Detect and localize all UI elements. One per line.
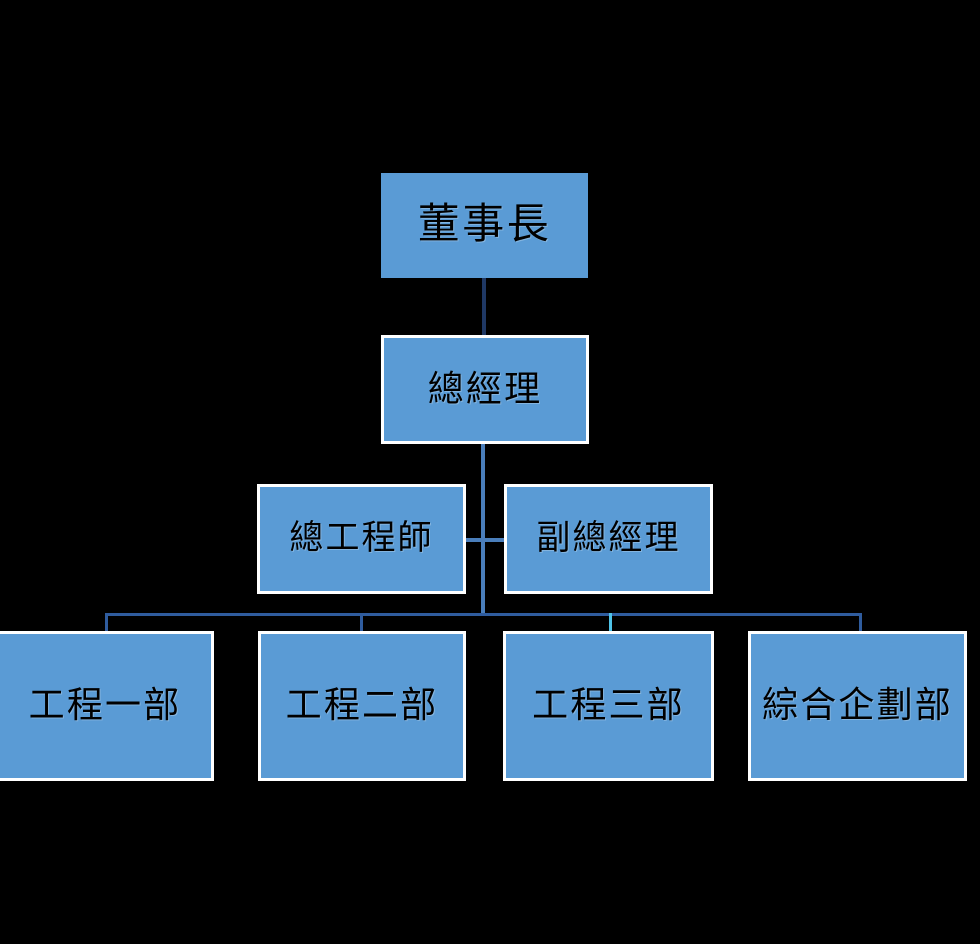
node-planning-dept-label: 綜合企劃部 bbox=[762, 685, 953, 726]
node-chief-engineer[interactable]: 總工程師 bbox=[257, 484, 466, 594]
node-eng-dept-1[interactable]: 工程一部 bbox=[0, 631, 214, 781]
node-eng-dept-3[interactable]: 工程三部 bbox=[503, 631, 714, 781]
node-planning-dept[interactable]: 綜合企劃部 bbox=[748, 631, 967, 781]
connector-drop-planning-dept bbox=[859, 613, 862, 637]
connector-gm-trunk bbox=[481, 440, 485, 616]
node-deputy-general-manager[interactable]: 副總經理 bbox=[504, 484, 713, 594]
connector-level3-crossbar bbox=[462, 538, 508, 542]
node-eng-dept-2[interactable]: 工程二部 bbox=[258, 631, 466, 781]
node-eng-dept-2-label: 工程二部 bbox=[285, 685, 439, 726]
connector-drop-eng-dept-1 bbox=[105, 613, 108, 637]
node-deputy-general-manager-label: 副總經理 bbox=[536, 520, 681, 558]
node-general-manager[interactable]: 總經理 bbox=[381, 335, 589, 444]
node-general-manager-label: 總經理 bbox=[427, 368, 543, 409]
connector-chairman-to-gm bbox=[482, 276, 486, 339]
node-eng-dept-1-label: 工程一部 bbox=[28, 685, 182, 726]
node-chairman-label: 董事長 bbox=[417, 202, 552, 249]
node-eng-dept-3-label: 工程三部 bbox=[532, 685, 685, 726]
connector-drop-eng-dept-3 bbox=[609, 613, 612, 637]
connector-level4-distribution-bar bbox=[105, 613, 862, 616]
node-chairman[interactable]: 董事長 bbox=[381, 173, 588, 278]
connector-drop-eng-dept-2 bbox=[360, 613, 363, 637]
node-chief-engineer-label: 總工程師 bbox=[289, 520, 434, 558]
